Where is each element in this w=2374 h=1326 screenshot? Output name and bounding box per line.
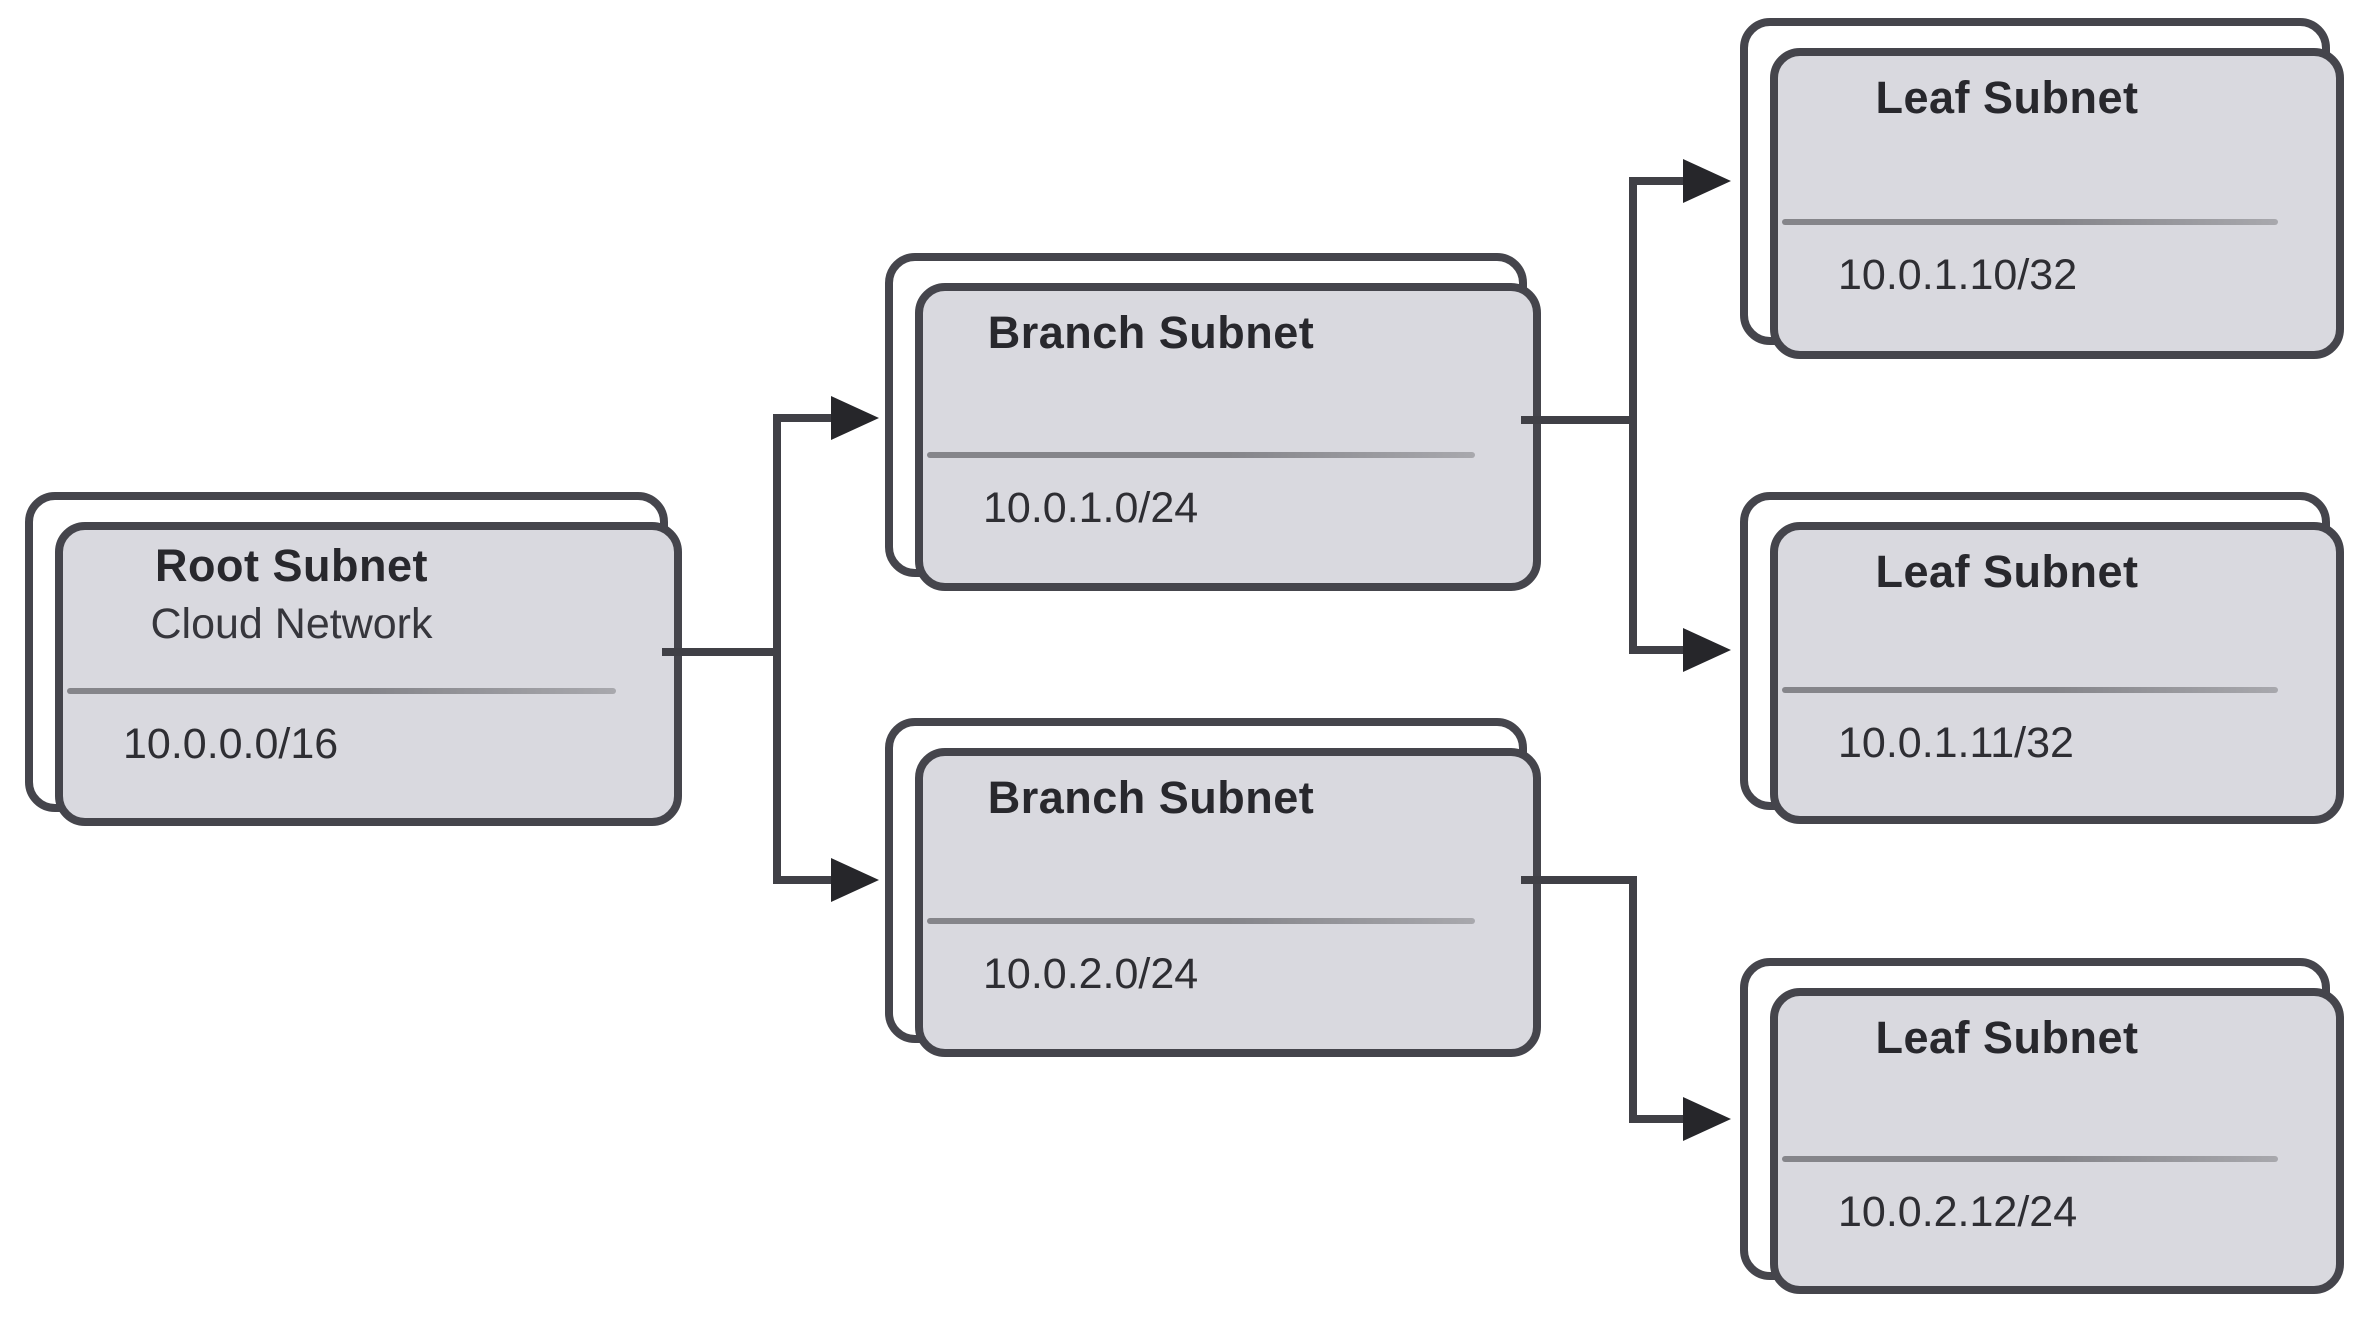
node-branch-subnet-2: Branch Subnet 10.0.2.0/24	[885, 718, 1541, 1057]
branch-subnet-2-cidr: 10.0.2.0/24	[983, 950, 1199, 999]
divider-line	[1782, 687, 2278, 694]
divider-line	[1782, 218, 2278, 225]
node-root-subnet: Root Subnet Cloud Network 10.0.0.0/16	[25, 492, 682, 826]
edge-branch1-to-leaf1-arrowhead-icon	[1683, 159, 1731, 203]
node-leaf-subnet-2: Leaf Subnet 10.0.1.11/32	[1740, 492, 2344, 824]
root-subnet-title: Root Subnet	[155, 540, 428, 591]
divider-line	[927, 917, 1475, 924]
root-subnet-subtitle: Cloud Network	[150, 600, 433, 648]
edge-branch1-to-leaf1-line	[1633, 177, 1687, 185]
edge-root-out-line	[662, 648, 781, 656]
leaf-subnet-2-title: Leaf Subnet	[1875, 546, 2139, 597]
edge-branch2-to-leaf3-arrowhead-icon	[1683, 1097, 1731, 1141]
branch-subnet-2-title: Branch Subnet	[987, 772, 1315, 823]
edge-branch2-out-line	[1521, 876, 1637, 884]
divider-line	[927, 451, 1475, 458]
node-leaf-subnet-1: Leaf Subnet 10.0.1.10/32	[1740, 18, 2344, 359]
edge-root-trunk-line	[773, 414, 781, 884]
node-branch-subnet-1: Branch Subnet 10.0.1.0/24	[885, 253, 1541, 591]
leaf-subnet-1-title: Leaf Subnet	[1875, 72, 2139, 123]
edge-branch1-trunk-line	[1629, 177, 1637, 654]
edge-branch1-out-line	[1521, 416, 1637, 424]
leaf-subnet-3-title: Leaf Subnet	[1875, 1012, 2139, 1063]
leaf-subnet-1-cidr: 10.0.1.10/32	[1838, 251, 2078, 300]
edge-root-to-branch1-arrowhead-icon	[831, 396, 879, 440]
edge-root-to-branch2-line	[777, 876, 835, 884]
edge-branch2-to-leaf3-line	[1633, 1115, 1687, 1123]
divider-line	[67, 688, 616, 695]
branch-subnet-1-cidr: 10.0.1.0/24	[983, 484, 1199, 533]
node-leaf-subnet-3: Leaf Subnet 10.0.2.12/24	[1740, 958, 2344, 1294]
edge-branch2-trunk-line	[1629, 876, 1637, 1123]
edge-root-to-branch2-arrowhead-icon	[831, 858, 879, 902]
branch-subnet-1-title: Branch Subnet	[987, 307, 1315, 358]
leaf-subnet-2-cidr: 10.0.1.11/32	[1838, 718, 2074, 767]
leaf-subnet-3-cidr: 10.0.2.12/24	[1838, 1187, 2078, 1236]
edge-root-to-branch1-line	[777, 414, 835, 422]
divider-line	[1782, 1155, 2278, 1162]
edge-branch1-to-leaf2-arrowhead-icon	[1683, 628, 1731, 672]
root-subnet-cidr: 10.0.0.0/16	[123, 720, 339, 769]
edge-branch1-to-leaf2-line	[1633, 646, 1687, 654]
